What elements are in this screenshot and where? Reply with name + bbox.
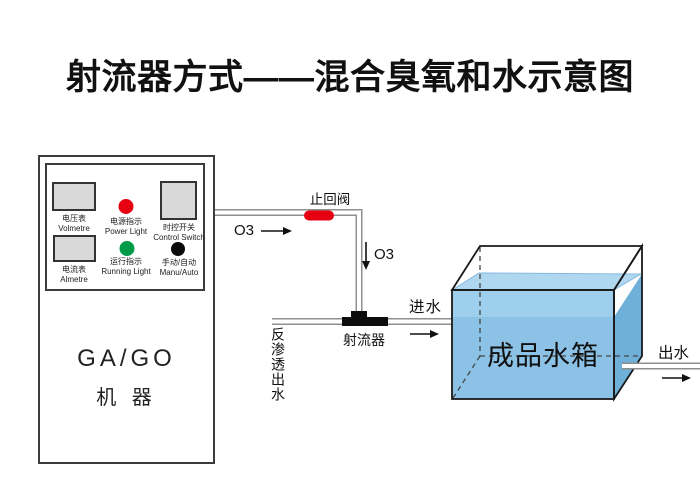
running-light-label-zh: 运行指示	[110, 257, 142, 266]
ammeter-label: 电流表 Almetre	[43, 265, 105, 284]
running-light-label-en: Running Light	[101, 266, 151, 276]
water-inlet-label: 进水	[409, 299, 443, 316]
control-switch-label: 时控开关 Control Switch	[147, 223, 211, 242]
check-valve-label: 止回阀	[309, 192, 351, 207]
manu-auto-label-en: Manu/Auto	[159, 267, 199, 277]
outlet-flow-arrow	[662, 374, 691, 382]
voltmeter-display	[52, 182, 96, 211]
manu-auto-knob-icon	[171, 242, 185, 256]
control-switch-display	[160, 181, 197, 220]
o3-flow-arrow-right	[261, 227, 292, 235]
ammeter-label-zh: 电流表	[62, 265, 86, 274]
ammeter-label-en: Almetre	[60, 274, 88, 284]
voltmeter-label: 电压表 Volmetre	[43, 214, 105, 233]
o3-pipe-inner	[215, 210, 361, 313]
product-water-tank-label: 成品水箱	[487, 341, 599, 371]
inlet-flow-arrow	[410, 330, 439, 338]
jet-device-label: 射流器	[343, 332, 385, 348]
power-light-label-zh: 电源指示	[110, 217, 142, 226]
ro-outlet-water-label: 反渗透出水	[270, 327, 286, 402]
running-light-label: 运行指示 Running Light	[96, 257, 156, 276]
check-valve-icon	[304, 210, 334, 221]
power-light-icon	[118, 199, 134, 214]
ammeter-display	[53, 235, 96, 262]
diagram-title: 射流器方式——混合臭氧和水示意图	[65, 58, 634, 97]
power-light-label-en: Power Light	[104, 226, 148, 236]
machine-name: GA/GO	[77, 345, 176, 372]
o3-label-vertical: O3	[374, 246, 395, 263]
control-panel: 电压表 Volmetre 电源指示 Power Light 时控开关 Contr…	[45, 163, 205, 291]
voltmeter-label-en: Volmetre	[58, 223, 90, 233]
manu-auto-label: 手动/自动 Manu/Auto	[147, 258, 211, 277]
water-outlet-label: 出水	[658, 345, 690, 362]
tank-right-outline	[613, 242, 643, 403]
control-switch-label-zh: 时控开关	[163, 223, 195, 232]
o3-flow-arrow-down	[362, 242, 370, 270]
manu-auto-label-zh: 手动/自动	[161, 258, 197, 267]
water-right-side	[614, 274, 642, 399]
jet-device-icon	[342, 311, 388, 326]
o3-label-horizontal: O3	[234, 222, 255, 239]
machine-name-line2: 机 器	[96, 387, 157, 409]
tank-hidden-edges	[452, 247, 641, 399]
running-light-icon	[119, 241, 135, 256]
control-switch-label-en: Control Switch	[153, 232, 205, 242]
water-front-upper	[452, 290, 614, 318]
voltmeter-label-zh: 电压表	[62, 214, 86, 223]
power-light-label: 电源指示 Power Light	[96, 217, 156, 236]
